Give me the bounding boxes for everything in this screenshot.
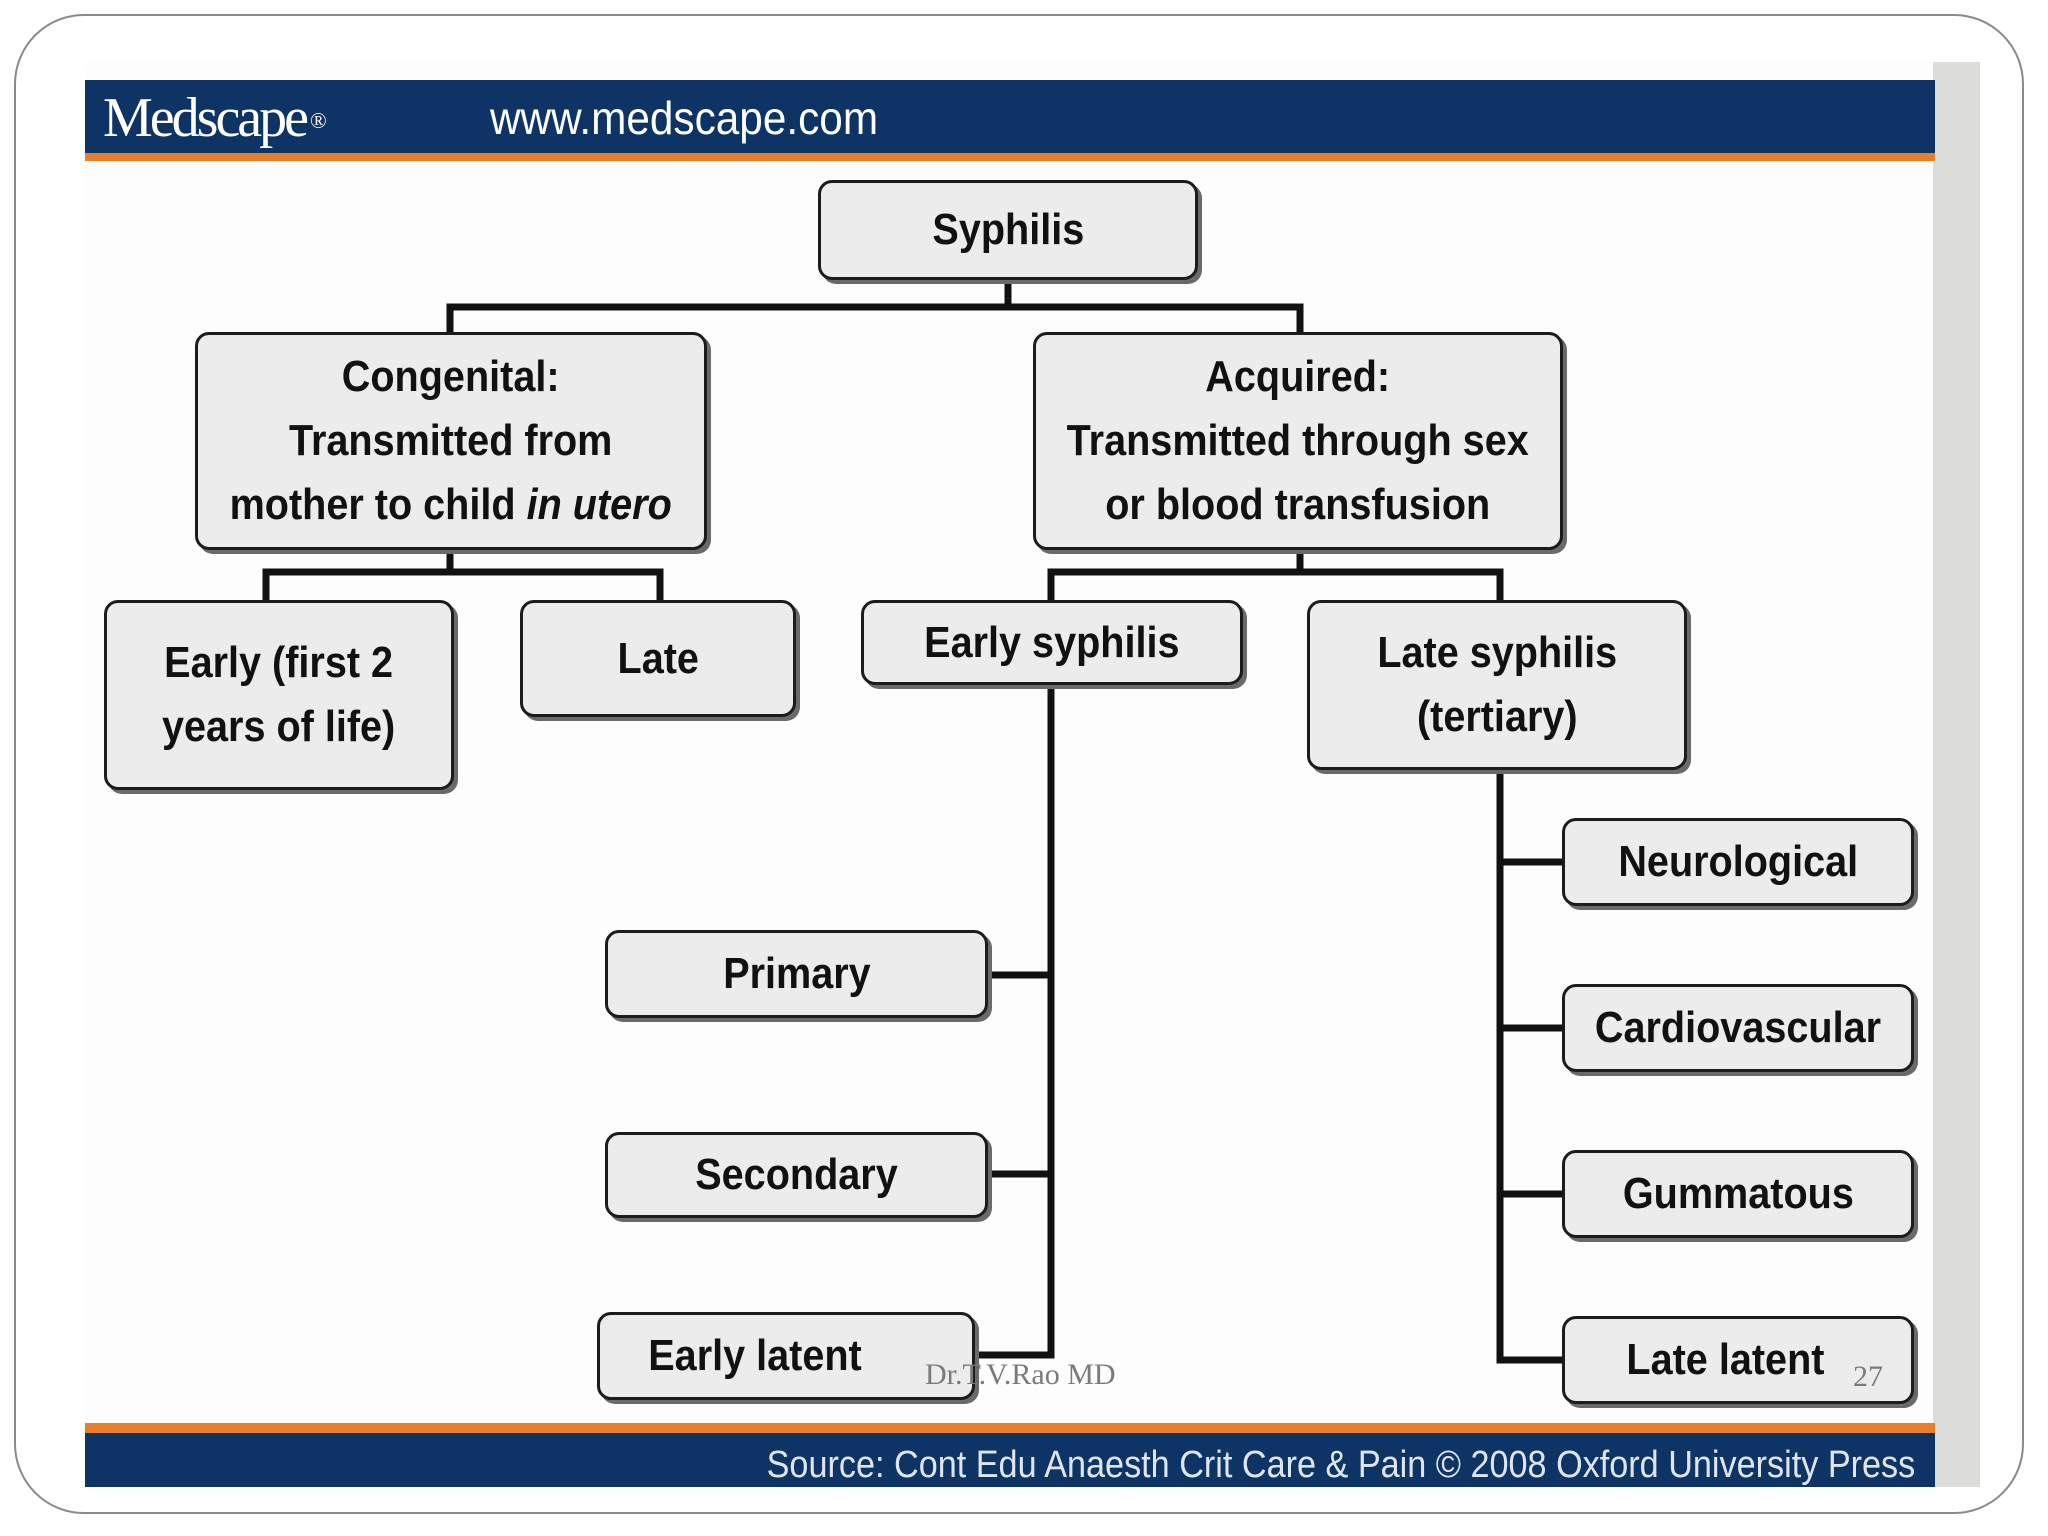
footer-accent-stripe [85,1423,1935,1433]
congenital-late-label: Late [617,633,699,683]
node-neurological: Neurological [1562,818,1914,906]
acquired-title: Acquired: [1205,352,1391,401]
node-primary: Primary [605,930,988,1018]
logo-text: Medscape [103,87,309,149]
page-number: 27 [1853,1360,1883,1393]
node-syphilis-label: Syphilis [932,205,1084,254]
node-acquired: Acquired: Transmitted through sex or blo… [1033,332,1563,550]
logo-registered-mark: ® [310,108,327,133]
author-credit: Dr.T.V.Rao MD [925,1358,1116,1391]
image-edge [1933,62,1980,1487]
early-syphilis-label: Early syphilis [924,617,1180,667]
late-latent-label: Late latent [1626,1335,1825,1384]
node-early-syphilis: Early syphilis [861,600,1243,685]
node-congenital-early: Early (first 2 years of life) [104,600,454,790]
node-congenital: Congenital: Transmitted from mother to c… [195,332,707,550]
congenital-early-line-1: Early (first 2 [164,638,394,687]
secondary-label: Secondary [695,1150,898,1199]
node-late-syphilis: Late syphilis (tertiary) [1307,600,1687,770]
node-congenital-late: Late [520,600,796,717]
node-cardiovascular: Cardiovascular [1562,984,1914,1072]
congenital-line-3: mother to child in utero [230,473,672,537]
medscape-logo: Medscape® [103,86,327,153]
primary-label: Primary [722,949,871,998]
medscape-header: Medscape® www.medscape.com [85,80,1935,156]
congenital-line-3-plain: mother to child [229,480,527,529]
header-url: www.medscape.com [490,92,879,144]
gummatous-label: Gummatous [1622,1169,1854,1218]
neurological-label: Neurological [1618,837,1858,886]
acquired-line-2: Transmitted through sex [1066,416,1530,465]
acquired-line-3: or blood transfusion [1105,480,1491,529]
early-latent-label: Early latent [648,1331,863,1380]
node-gummatous: Gummatous [1562,1150,1914,1238]
node-early-latent: Early latent [597,1312,975,1400]
congenital-line-3-italic: in utero [526,480,673,529]
header-accent-stripe [85,153,1935,161]
node-syphilis: Syphilis [818,180,1198,280]
node-late-latent: Late latent [1562,1316,1914,1404]
source-citation: Source: Cont Edu Anaesth Crit Care & Pai… [766,1444,1915,1486]
cardiovascular-label: Cardiovascular [1594,1003,1882,1052]
node-secondary: Secondary [605,1132,988,1218]
congenital-title: Congenital: [342,352,560,401]
late-syphilis-line-2: (tertiary) [1416,692,1578,741]
source-footer: Source: Cont Edu Anaesth Crit Care & Pai… [85,1433,1935,1487]
congenital-early-line-2: years of life) [162,702,396,751]
congenital-line-2: Transmitted from [289,416,613,465]
late-syphilis-line-1: Late syphilis [1377,628,1617,677]
